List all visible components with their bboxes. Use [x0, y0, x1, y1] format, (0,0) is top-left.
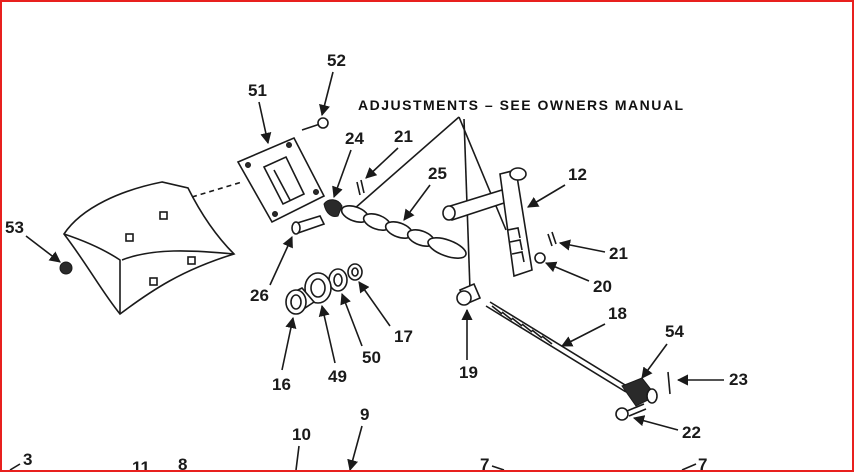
deflector-shield	[63, 181, 243, 316]
part-20-washer	[534, 252, 546, 264]
label-22: 22	[682, 423, 701, 442]
label-3: 3	[23, 450, 32, 469]
label-9: 9	[360, 405, 369, 424]
part-52-bolt	[301, 117, 329, 131]
label-11: 11	[132, 458, 150, 470]
label-21-upper: 21	[394, 127, 413, 146]
part-21-pin-upper	[356, 179, 365, 196]
label-51: 51	[248, 81, 267, 100]
part-17-washer	[347, 263, 363, 281]
label-12: 12	[568, 165, 587, 184]
label-7-left: 7	[480, 455, 489, 470]
label-8: 8	[178, 455, 187, 470]
part-22-bolt	[615, 403, 647, 421]
part-26-pin	[291, 215, 326, 235]
part-12-arm	[442, 167, 533, 278]
label-10: 10	[292, 425, 311, 444]
label-20: 20	[593, 277, 612, 296]
label-16: 16	[272, 375, 291, 394]
part-24-clevis	[323, 199, 343, 217]
label-26: 26	[250, 286, 269, 305]
label-54: 54	[665, 322, 684, 341]
adjustments-note: ADJUSTMENTS – SEE OWNERS MANUAL	[358, 97, 685, 113]
label-21-lower: 21	[609, 244, 628, 263]
label-19: 19	[459, 363, 478, 382]
part-16-bushing	[285, 287, 316, 315]
part-18-rod	[485, 301, 631, 393]
label-18: 18	[608, 304, 627, 323]
label-50: 50	[362, 348, 381, 367]
part-53-nut	[59, 261, 73, 275]
part-49-washer	[304, 272, 332, 304]
label-17: 17	[394, 327, 413, 346]
part-21-pin-lower	[547, 231, 557, 247]
label-23: 23	[729, 370, 748, 389]
part-23-pin	[667, 371, 671, 395]
part-25-chain	[340, 205, 467, 259]
part-50-washer	[328, 268, 348, 292]
label-53: 53	[5, 218, 24, 237]
label-49: 49	[328, 367, 347, 386]
part-51-plate	[236, 136, 326, 224]
label-24: 24	[345, 129, 364, 148]
label-25: 25	[428, 164, 447, 183]
note-leader-2	[458, 116, 507, 231]
label-7-right: 7	[698, 455, 707, 470]
note-leader-1	[353, 116, 460, 210]
part-54-clevis	[621, 377, 658, 407]
label-52: 52	[327, 51, 346, 70]
part-19-roller	[456, 282, 482, 306]
